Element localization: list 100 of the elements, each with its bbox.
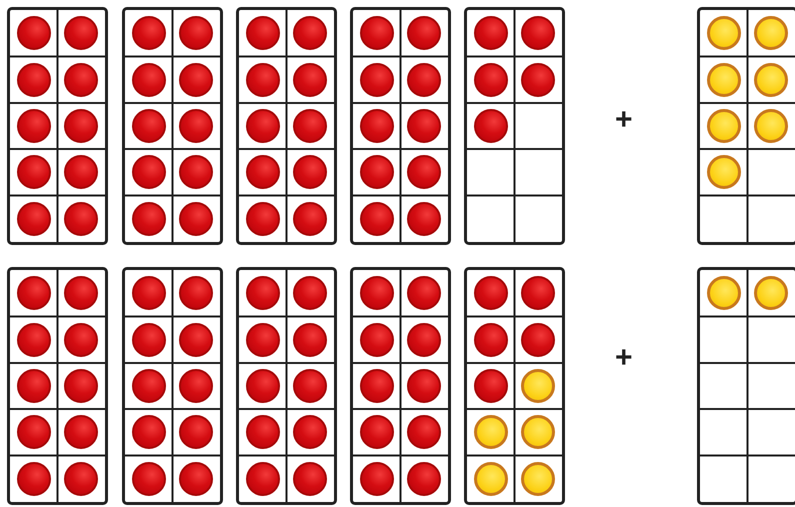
counter [246,369,280,403]
counter [16,322,51,357]
counter [179,415,214,450]
counter [179,109,214,143]
counter [754,62,788,97]
counter [474,276,508,310]
counter [407,462,442,496]
counter [706,16,741,50]
ten-frame [7,7,108,245]
counter [64,16,98,50]
counter [246,276,280,310]
counter [179,369,214,403]
counter [64,109,98,143]
ten-frame [464,267,565,505]
counter [16,415,51,450]
counter [360,202,394,236]
counter [64,276,98,310]
counter [64,322,98,357]
counter [16,462,51,496]
counter [407,202,442,236]
counter [360,322,394,357]
counter [293,155,328,190]
counter [16,369,51,403]
ten-frame [7,267,108,505]
counter [360,16,394,50]
counter [407,62,442,97]
counter [293,62,328,97]
ten-frame [350,267,451,505]
counter [521,322,556,357]
counter [132,202,166,236]
counter [64,202,98,236]
counter [16,16,51,50]
counter [246,322,280,357]
counter [407,276,442,310]
counter [474,415,508,450]
counter [179,62,214,97]
counter [132,462,166,496]
counter [407,155,442,190]
counter [64,62,98,97]
counter [132,322,166,357]
counter [360,462,394,496]
counter [16,202,51,236]
counter [179,202,214,236]
counter [293,109,328,143]
counter [179,322,214,357]
counter [179,462,214,496]
counter [179,276,214,310]
ten-frame [350,7,451,245]
ten-frame [236,7,337,245]
counter [360,369,394,403]
counter [64,462,98,496]
counter [132,155,166,190]
counter [706,155,741,190]
counter [521,62,556,97]
counter [360,62,394,97]
ten-frame [122,267,223,505]
counter [360,155,394,190]
counter [754,109,788,143]
counter [474,462,508,496]
plus-sign: + [615,343,633,373]
counter [521,462,556,496]
counter [521,16,556,50]
counter [293,369,328,403]
counter [293,202,328,236]
counter [407,16,442,50]
counter [474,322,508,357]
counter [407,322,442,357]
counter [754,16,788,50]
counter [293,415,328,450]
counter [16,276,51,310]
ten-frame [122,7,223,245]
counter [64,155,98,190]
counter [521,415,556,450]
counter [293,322,328,357]
counter [16,109,51,143]
counter [132,415,166,450]
counter [246,155,280,190]
counter [132,109,166,143]
counter [474,16,508,50]
counter [360,415,394,450]
counter [754,276,788,310]
ten-frame [464,7,565,245]
counter [132,369,166,403]
counter [706,109,741,143]
counter [360,276,394,310]
counter [179,16,214,50]
counter [246,462,280,496]
counter [246,16,280,50]
ten-frame [697,7,795,245]
counter [706,276,741,310]
counter [293,16,328,50]
counter [474,369,508,403]
counter [246,62,280,97]
counter [16,62,51,97]
counter [407,369,442,403]
counter [64,369,98,403]
plus-sign: + [615,105,633,135]
counter [132,62,166,97]
counter [407,109,442,143]
counter [246,415,280,450]
